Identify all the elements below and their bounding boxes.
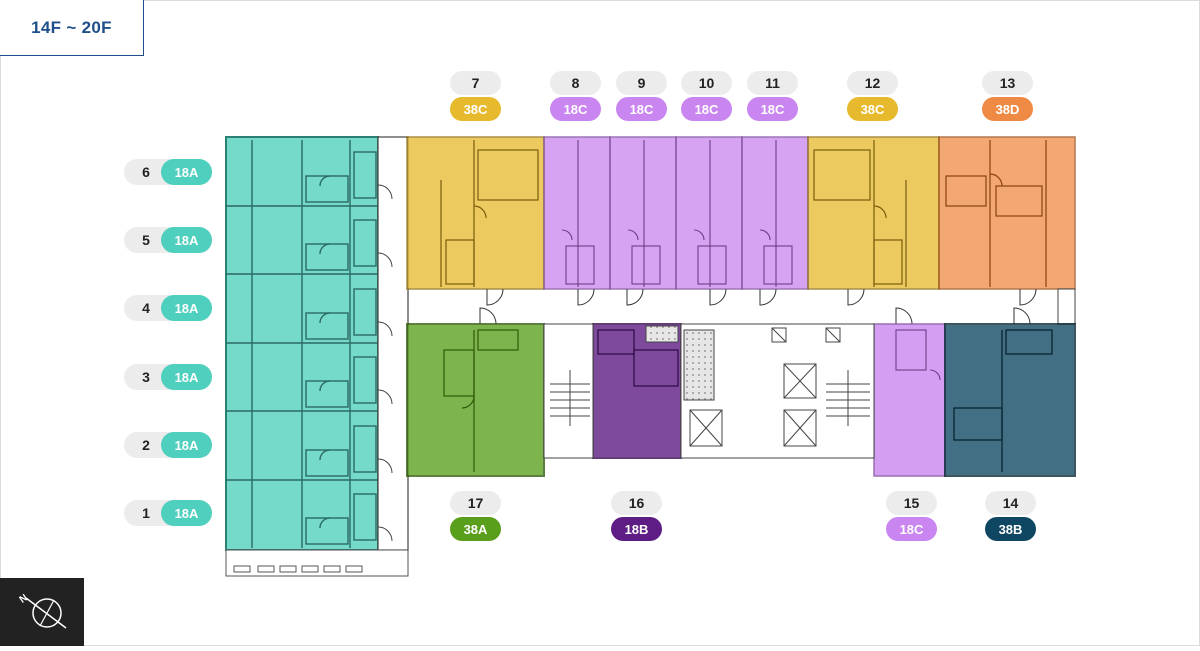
- unit-number: 17: [450, 491, 501, 515]
- unit-number: 9: [616, 71, 667, 95]
- unit-number: 1: [142, 505, 150, 521]
- unit-label-3[interactable]: 3 18A: [124, 364, 212, 390]
- unit-label-4[interactable]: 4 18A: [124, 295, 212, 321]
- unit-number: 2: [142, 437, 150, 453]
- unit-label-6[interactable]: 6 18A: [124, 159, 212, 185]
- unit-type-badge: 38A: [450, 517, 501, 541]
- unit-type-badge: 18A: [161, 432, 212, 458]
- left-unit-block[interactable]: [225, 136, 409, 577]
- unit-type-badge: 38B: [985, 517, 1036, 541]
- unit-number: 8: [550, 71, 601, 95]
- unit-number: 12: [847, 71, 898, 95]
- unit-number: 4: [142, 300, 150, 316]
- unit-type-badge: 18C: [886, 517, 937, 541]
- bottom-unit-16[interactable]: [592, 323, 682, 459]
- bottom-unit-17[interactable]: [406, 323, 545, 477]
- compass-panel: N: [0, 578, 84, 646]
- unit-number: 14: [985, 491, 1036, 515]
- unit-label-12[interactable]: 12 38C: [847, 71, 898, 123]
- unit-number: 11: [747, 71, 798, 95]
- unit-number: 7: [450, 71, 501, 95]
- unit-type-badge: 18B: [611, 517, 662, 541]
- unit-number: 10: [681, 71, 732, 95]
- top-unit-13[interactable]: [938, 136, 1076, 290]
- unit-type-badge: 18C: [550, 97, 601, 121]
- unit-label-2[interactable]: 2 18A: [124, 432, 212, 458]
- unit-label-17[interactable]: 17 38A: [450, 491, 501, 543]
- unit-type-badge: 38C: [847, 97, 898, 121]
- unit-label-15[interactable]: 15 18C: [886, 491, 937, 543]
- top-unit-11[interactable]: [741, 136, 809, 290]
- unit-number: 6: [142, 164, 150, 180]
- unit-number: 5: [142, 232, 150, 248]
- unit-label-9[interactable]: 9 18C: [616, 71, 667, 123]
- unit-type-badge: 18A: [161, 159, 212, 185]
- unit-type-badge: 18A: [161, 500, 212, 526]
- unit-type-badge: 38C: [450, 97, 501, 121]
- north-letter: N: [18, 593, 30, 606]
- unit-label-11[interactable]: 11 18C: [747, 71, 798, 123]
- unit-label-13[interactable]: 13 38D: [982, 71, 1033, 123]
- unit-type-badge: 18A: [161, 295, 212, 321]
- unit-number: 15: [886, 491, 937, 515]
- top-unit-8[interactable]: [543, 136, 611, 290]
- unit-number: 13: [982, 71, 1033, 95]
- unit-label-10[interactable]: 10 18C: [681, 71, 732, 123]
- floor-selector-tab[interactable]: 14F ~ 20F: [0, 0, 144, 56]
- north-arrow-compass-icon: N: [18, 593, 67, 629]
- unit-label-7[interactable]: 7 38C: [450, 71, 501, 123]
- unit-type-badge: 18A: [161, 364, 212, 390]
- top-unit-9[interactable]: [609, 136, 677, 290]
- bottom-unit-14[interactable]: [944, 323, 1076, 477]
- top-unit-7[interactable]: [406, 136, 545, 290]
- unit-number: 16: [611, 491, 662, 515]
- unit-type-badge: 18C: [616, 97, 667, 121]
- unit-type-badge: 38D: [982, 97, 1033, 121]
- unit-type-badge: 18C: [747, 97, 798, 121]
- unit-label-5[interactable]: 5 18A: [124, 227, 212, 253]
- unit-label-16[interactable]: 16 18B: [611, 491, 662, 543]
- bottom-unit-15[interactable]: [873, 323, 946, 477]
- building-core: [543, 323, 875, 459]
- top-unit-10[interactable]: [675, 136, 743, 290]
- unit-number: 3: [142, 369, 150, 385]
- unit-type-badge: 18A: [161, 227, 212, 253]
- unit-label-14[interactable]: 14 38B: [985, 491, 1036, 543]
- top-unit-12[interactable]: [807, 136, 940, 290]
- unit-label-1[interactable]: 1 18A: [124, 500, 212, 526]
- unit-type-badge: 18C: [681, 97, 732, 121]
- unit-label-8[interactable]: 8 18C: [550, 71, 601, 123]
